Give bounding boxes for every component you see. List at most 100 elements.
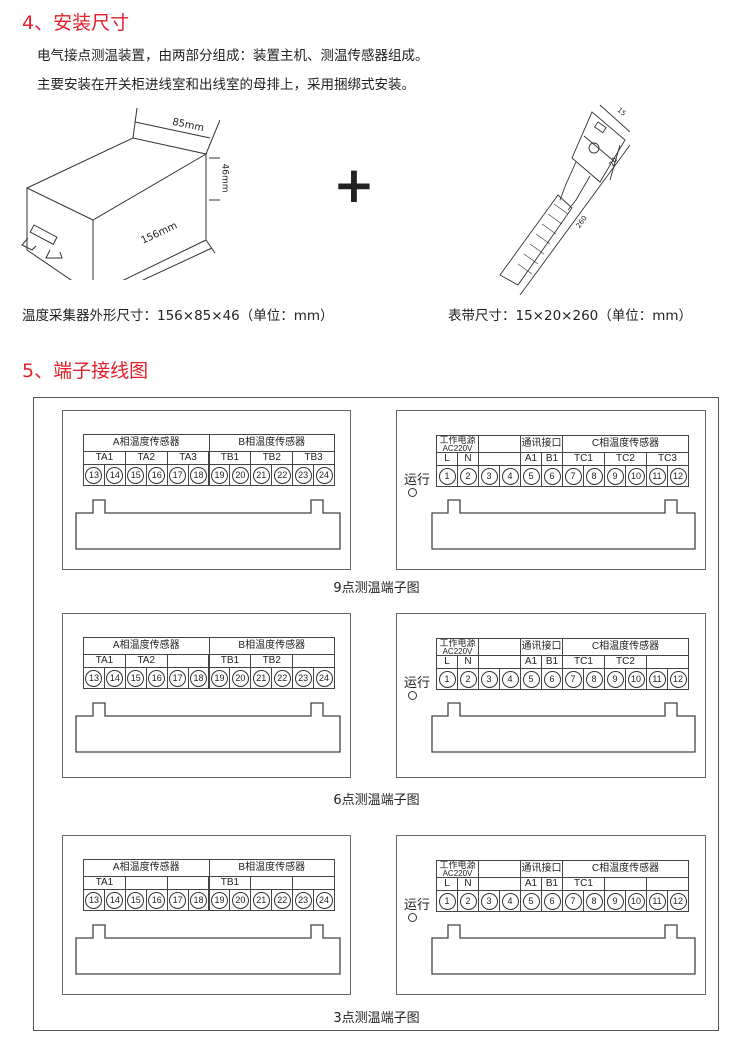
terminal-group-label: TC1 — [562, 655, 605, 669]
connector-outline — [431, 499, 696, 550]
terminal-cell: 20 — [229, 889, 252, 911]
terminal-number: 9 — [606, 892, 624, 910]
run-label: 运行 — [404, 676, 431, 691]
terminal-cell: 16 — [145, 667, 168, 689]
terminal-cell: 5 — [520, 668, 542, 690]
terminal-group-label: TC3 — [646, 452, 689, 466]
strap-caption: 表带尺寸：15×20×260（单位：mm） — [448, 308, 693, 324]
terminal-cell: 18 — [187, 667, 210, 689]
terminal-group-label — [646, 655, 689, 669]
terminal-cell: 5 — [520, 890, 542, 912]
terminal-cell: 1 — [436, 890, 458, 912]
collector-box-drawing — [21, 107, 220, 280]
terminal-cell: 13 — [83, 464, 105, 486]
terminal-number: 2 — [459, 467, 477, 485]
header-subtext: AC220V — [442, 646, 473, 656]
terminal-cell: 8 — [583, 668, 605, 690]
header-cell: 通讯接口 — [520, 435, 563, 453]
terminal-number: 4 — [501, 892, 519, 910]
terminal-cell: 3 — [478, 668, 500, 690]
terminal-cell: 19 — [208, 889, 231, 911]
intro-line-2: 主要安装在开关柜进线室和出线室的母排上，采用捆绑式安装。 — [37, 77, 415, 93]
terminal-group-label — [646, 877, 689, 891]
terminal-cell: 4 — [499, 890, 521, 912]
terminal-number: 10 — [627, 670, 645, 688]
terminal-cell: 21 — [250, 667, 273, 689]
terminal-number: 8 — [585, 892, 603, 910]
terminal-number: 2 — [459, 892, 477, 910]
terminal-number: 16 — [148, 669, 166, 687]
terminal-number: 19 — [210, 466, 228, 484]
terminal-cell: 14 — [103, 667, 126, 689]
terminal-number: 15 — [127, 669, 145, 687]
terminal-group-label: TA3 — [166, 451, 210, 465]
terminal-group-label: TC1 — [562, 452, 605, 466]
terminal-number: 20 — [231, 891, 249, 909]
terminal-group-label: N — [457, 655, 479, 669]
terminal-group-label: L — [436, 655, 458, 669]
terminal-cell: 11 — [646, 465, 668, 487]
connector-outline — [75, 924, 341, 975]
power-comm-terminal-panel — [396, 613, 706, 778]
terminal-cell: 1 — [436, 668, 458, 690]
terminal-cell: 10 — [625, 465, 647, 487]
terminal-number: 5 — [522, 892, 540, 910]
terminal-number: 18 — [190, 466, 208, 484]
terminal-cell: 15 — [124, 889, 147, 911]
terminal-cell: 10 — [625, 668, 647, 690]
terminal-number: 3 — [480, 670, 498, 688]
terminal-number: 3 — [480, 467, 498, 485]
terminal-number: 23 — [294, 891, 312, 909]
terminal-number: 13 — [85, 891, 103, 909]
terminal-cell: 17 — [166, 667, 189, 689]
terminal-number: 21 — [252, 466, 270, 484]
terminal-number: 21 — [252, 891, 270, 909]
terminal-cell: 18 — [187, 889, 210, 911]
terminal-number: 18 — [190, 891, 208, 909]
terminal-number: 15 — [127, 891, 145, 909]
terminal-cell: 12 — [667, 890, 689, 912]
terminal-cell: 17 — [166, 889, 189, 911]
header-text: 工作电源 — [439, 860, 476, 870]
terminal-number: 14 — [106, 669, 124, 687]
terminal-number: 13 — [85, 669, 103, 687]
terminal-cell: 14 — [103, 889, 126, 911]
terminal-group-label — [292, 876, 335, 890]
collector-caption: 温度采集器外形尺寸：156×85×46（单位：mm） — [22, 308, 334, 324]
terminal-number: 24 — [315, 466, 333, 484]
terminal-group-label: TA1 — [83, 876, 126, 890]
header-cell — [478, 638, 521, 656]
run-indicator-led — [408, 913, 417, 922]
terminal-cell: 9 — [604, 465, 626, 487]
terminal-cell: 10 — [625, 890, 647, 912]
run-label: 运行 — [404, 898, 431, 913]
terminal-cell: 13 — [83, 889, 105, 911]
terminal-cell: 4 — [499, 465, 521, 487]
terminal-cell: 8 — [583, 465, 605, 487]
terminal-cell: 22 — [271, 667, 294, 689]
terminal-cell: 9 — [604, 890, 626, 912]
plus-sign: + — [333, 156, 375, 214]
terminal-cell: 7 — [562, 668, 584, 690]
terminal-number: 4 — [501, 670, 519, 688]
terminal-cell: 15 — [124, 667, 147, 689]
sensor-terminal-panel-ab — [62, 835, 351, 995]
terminal-group-label: A1 — [520, 452, 542, 466]
terminal-number: 6 — [543, 892, 561, 910]
power-comm-terminal-panel — [396, 410, 706, 570]
terminal-group-label: TC2 — [604, 452, 647, 466]
terminal-group-label: TB3 — [292, 451, 335, 465]
terminal-group-label — [478, 452, 521, 466]
terminal-group-label: B1 — [541, 655, 563, 669]
terminal-group-label: TA1 — [83, 654, 126, 668]
terminal-cell: 22 — [271, 464, 294, 486]
terminal-number: 13 — [85, 466, 103, 484]
terminal-group-label: TA2 — [124, 654, 168, 668]
terminal-group-label: TC1 — [562, 877, 605, 891]
collector-height-dim: 46mm — [219, 163, 230, 193]
terminal-cell: 2 — [457, 668, 479, 690]
terminal-number: 23 — [294, 466, 312, 484]
terminal-number: 21 — [252, 669, 270, 687]
header-cell: B相温度传感器 — [208, 434, 335, 452]
